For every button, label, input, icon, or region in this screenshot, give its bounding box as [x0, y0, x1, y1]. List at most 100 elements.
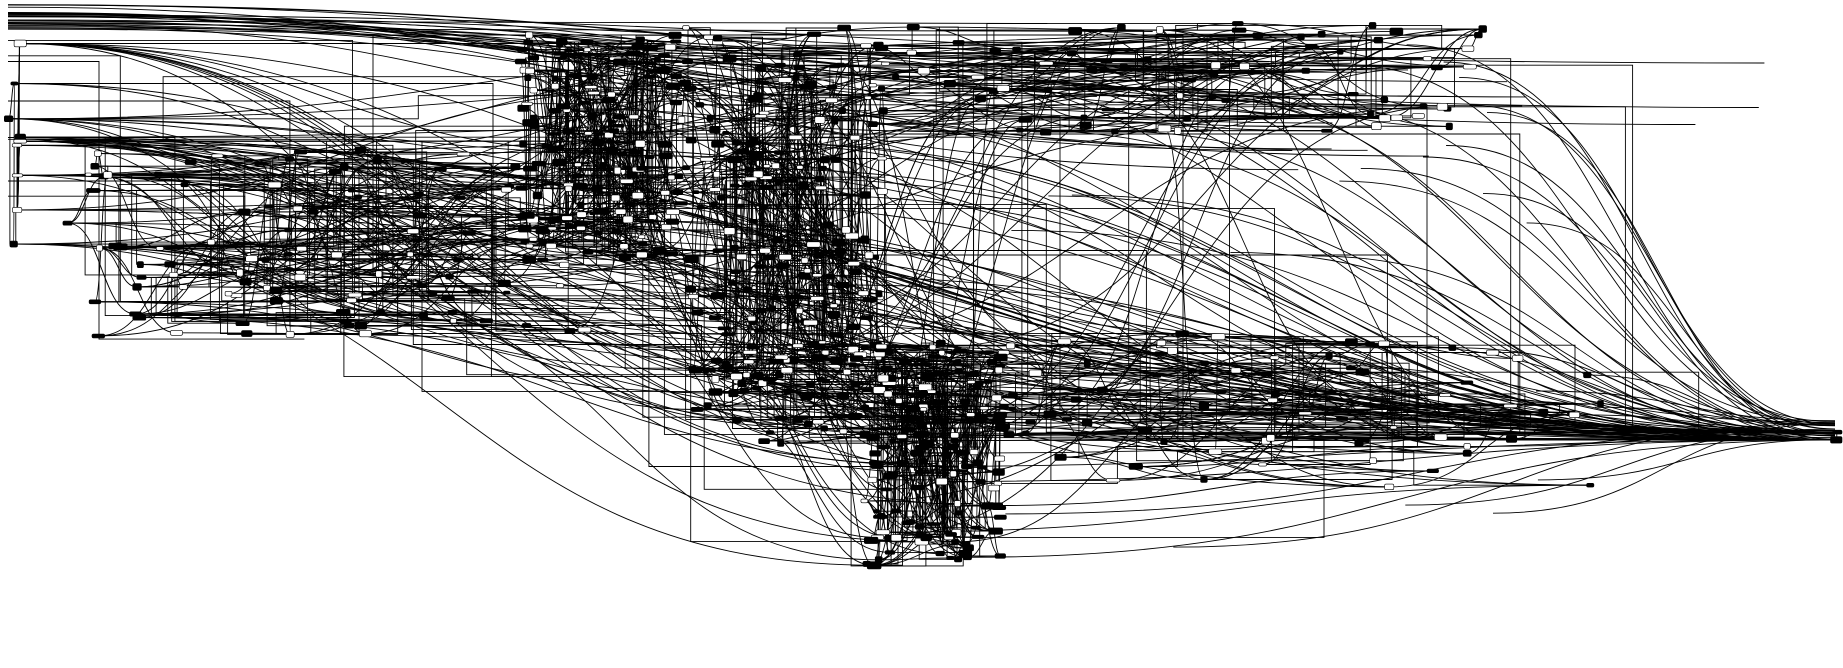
cell-lower-register-bank — [875, 529, 890, 535]
cell-upper-register-bank-a — [607, 91, 616, 98]
cell-central-logic-cluster — [798, 415, 810, 420]
cell-left-logic-cluster — [449, 317, 457, 324]
cell-right-upper-cluster — [1232, 21, 1244, 27]
cell-lower-right-cluster — [1156, 339, 1166, 347]
cell-lower-register-bank — [880, 487, 892, 492]
cell-upper-register-bank-a — [682, 165, 690, 171]
wire — [7, 16, 1454, 59]
cell-lower-right-cluster — [1506, 435, 1518, 443]
cell-upper-register-bank-b — [774, 62, 786, 68]
cell-upper-register-bank-a — [547, 219, 556, 225]
cell-upper-register-bank-a — [584, 85, 598, 89]
cell-lower-register-bank — [992, 468, 1005, 476]
cell-lower-right-cluster — [1054, 453, 1067, 461]
cell-left-logic-cluster — [434, 166, 447, 172]
wire — [13, 216, 522, 245]
wire — [447, 298, 922, 543]
cell-lower-register-bank — [867, 561, 879, 569]
cell-lower-register-bank — [965, 371, 980, 377]
cell-left-logic-cluster — [429, 290, 438, 297]
wire — [7, 14, 1765, 64]
cell-lower-register-bank — [994, 553, 1006, 559]
cell-right-upper-cluster — [1174, 127, 1182, 135]
cell-left-logic-cluster — [564, 328, 576, 334]
cell-lower-register-bank — [883, 472, 898, 480]
wire — [176, 313, 753, 348]
cell-left-logic-cluster — [308, 208, 319, 215]
cell-upper-register-bank-a — [631, 192, 644, 200]
wire — [1013, 58, 1836, 426]
cell-upper-register-bank-b — [876, 156, 887, 161]
wire — [1013, 394, 1306, 414]
cell-upper-register-bank-a — [658, 152, 673, 160]
cell-upper-register-bank-a — [548, 108, 562, 114]
cell-input-port-column — [11, 143, 22, 148]
cell-right-upper-cluster — [1419, 103, 1427, 109]
cell-input-port-column — [4, 115, 14, 123]
cell-left-logic-cluster — [132, 283, 142, 291]
cell-left-logic-cluster — [284, 227, 292, 233]
cell-lower-right-cluster — [1061, 417, 1073, 422]
cell-right-upper-cluster — [1012, 46, 1021, 52]
cell-upper-register-bank-b — [792, 343, 804, 348]
cell-upper-register-bank-a — [515, 185, 528, 191]
cell-lower-right-cluster — [1336, 416, 1349, 421]
cell-left-logic-cluster — [178, 284, 188, 290]
cell-upper-register-bank-b — [827, 84, 837, 90]
cell-central-logic-cluster — [859, 430, 870, 439]
wire — [928, 442, 988, 507]
cell-upper-register-bank-a — [646, 219, 655, 224]
wire — [534, 52, 634, 127]
cell-upper-register-bank-a — [556, 103, 571, 110]
cell-lower-register-bank — [976, 415, 987, 423]
cell-upper-register-bank-b — [829, 64, 841, 69]
cell-lower-register-bank — [898, 359, 913, 364]
cell-upper-register-bank-b — [711, 140, 725, 148]
wire — [8, 69, 1092, 120]
cell-central-logic-cluster — [930, 420, 945, 425]
cell-upper-register-bank-a — [514, 58, 527, 65]
cell-upper-register-bank-b — [777, 77, 793, 83]
cell-upper-register-bank-a — [524, 74, 532, 81]
wire — [421, 245, 813, 287]
cell-upper-register-bank-b — [692, 190, 700, 195]
cell-central-logic-cluster — [848, 362, 857, 368]
wire — [7, 16, 1333, 124]
wire — [855, 383, 1591, 486]
wire — [7, 20, 1210, 111]
cell-upper-register-bank-b — [691, 309, 704, 316]
cell-upper-register-bank-a — [594, 208, 610, 215]
cell-right-upper-cluster — [1431, 64, 1443, 71]
cell-upper-register-bank-a — [665, 218, 680, 225]
cell-left-logic-cluster — [294, 273, 307, 282]
wire — [20, 140, 804, 418]
cell-right-upper-cluster — [1079, 121, 1092, 129]
cell-left-logic-cluster — [245, 255, 258, 262]
cell-lower-register-bank — [895, 397, 903, 404]
cell-upper-register-bank-b — [712, 35, 723, 42]
cell-upper-register-bank-b — [755, 80, 770, 85]
cell-lower-register-bank — [890, 534, 902, 542]
cell-upper-register-bank-a — [517, 46, 528, 52]
cell-left-logic-cluster — [283, 252, 293, 257]
wire — [19, 138, 379, 275]
cell-lower-register-bank — [918, 357, 926, 362]
cell-lower-register-bank — [961, 463, 973, 469]
cell-lower-register-bank — [954, 359, 962, 364]
cell-upper-register-bank-b — [800, 84, 815, 90]
wire — [953, 429, 1146, 475]
cell-lower-register-bank — [950, 432, 960, 439]
cell-upper-register-bank-b — [831, 239, 846, 247]
cell-lower-right-cluster — [1043, 410, 1057, 418]
cell-right-upper-cluster — [1221, 97, 1231, 103]
cell-lower-register-bank — [999, 404, 1009, 410]
cell-central-logic-cluster — [746, 345, 760, 350]
cell-upper-register-bank-b — [742, 350, 758, 355]
cell-left-logic-cluster — [577, 326, 592, 333]
cell-upper-register-bank-a — [619, 243, 629, 250]
cell-right-upper-cluster — [989, 47, 1001, 55]
cell-upper-register-bank-b — [781, 192, 789, 197]
wire — [1406, 44, 1836, 435]
cell-upper-register-bank-b — [834, 247, 846, 255]
cell-lower-register-bank — [861, 387, 874, 393]
